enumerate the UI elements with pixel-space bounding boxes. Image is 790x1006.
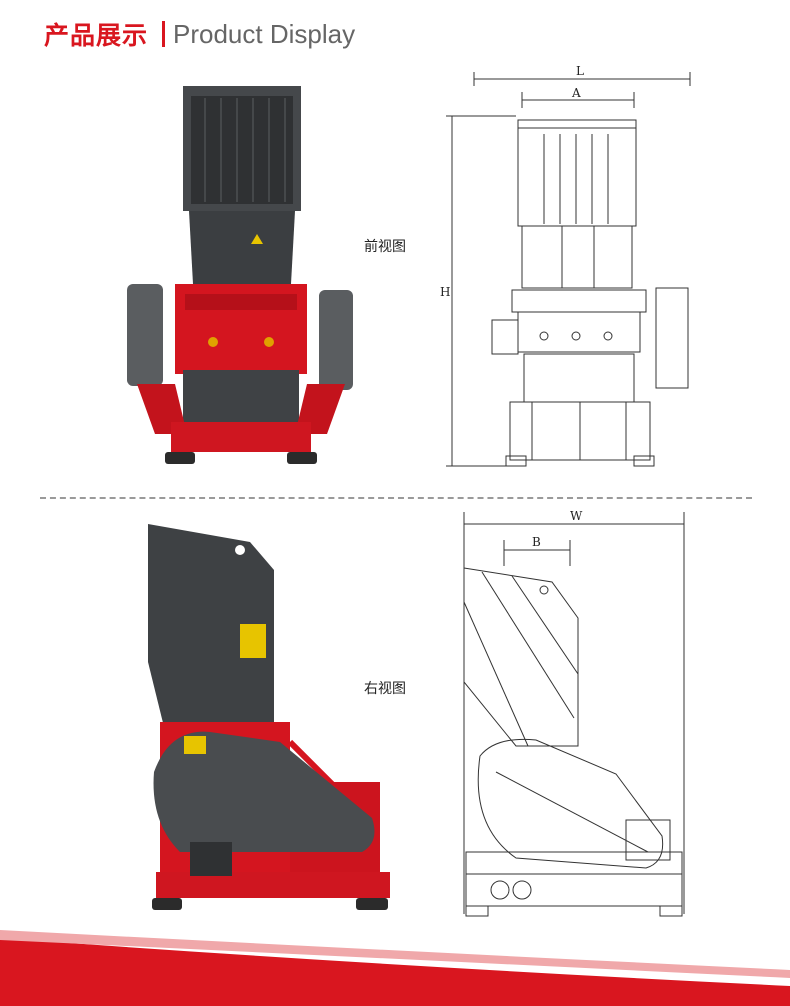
dim-H-label: H [440, 285, 450, 299]
title-separator [162, 21, 166, 47]
side-view-drawing: W B [463, 509, 685, 917]
dim-L-label: L [576, 64, 584, 78]
section-divider [40, 497, 752, 499]
dim-B-label: B [532, 535, 541, 549]
bottom-red-swoosh [0, 930, 790, 1006]
side-view-label: 右视图 [364, 681, 406, 697]
side-machine-photo [148, 524, 390, 910]
front-machine-photo [127, 86, 353, 464]
front-view-label: 前视图 [364, 239, 406, 255]
dim-A-label: A [571, 86, 581, 100]
page-title-en: Product Display [173, 18, 356, 49]
front-view-drawing: L A H [440, 64, 691, 467]
page-header: 产品展示 Product Display [44, 14, 355, 54]
dim-W-label: W [570, 509, 583, 523]
page-title-cn: 产品展示 [44, 21, 149, 50]
